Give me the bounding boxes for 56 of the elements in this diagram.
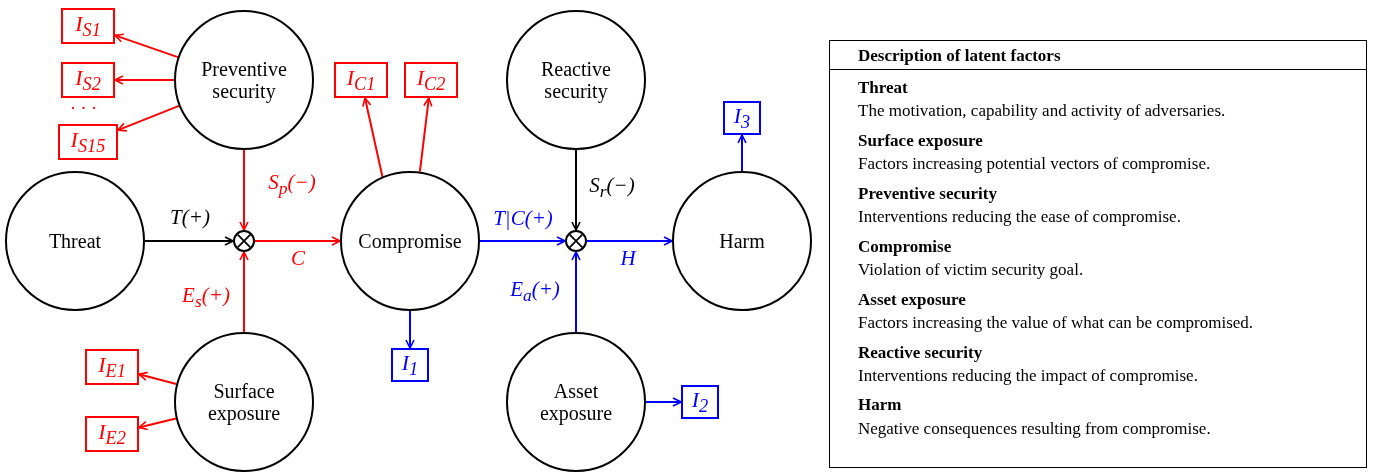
factor-description: Violation of victim security goal. [858,259,1085,282]
arrow [144,236,234,246]
indicator-box: I$_{C2}$ [404,62,458,98]
factor-name: Harm [858,394,903,417]
ellipsis: · · · [70,98,97,119]
factor-name: Surface exposure [858,129,984,152]
arrow [239,251,249,333]
factor-name: Reactive security [858,341,984,364]
arrow [645,397,682,407]
indicator-box: I$_{S15}$ [58,124,118,160]
arrow [479,236,566,246]
factor-name: Preventive security [858,182,998,205]
arrow [737,134,747,172]
factor-name: Threat [858,77,909,99]
arrow [254,236,341,246]
arrow [586,236,673,246]
factor-description: Interventions reducing the ease of compromise. [858,206,1182,229]
factor-description: Interventions reducing the impact of compromise. [858,365,1199,387]
factor-circle: Compromise [340,171,480,311]
indicator-box: I$_{E2}$ [85,416,139,452]
factor-name: Compromise [858,235,953,258]
factor-description: Factors increasing the value of what can be compromised. [858,312,1255,335]
factor-circle: Harm [672,171,812,311]
factor-circle: Threat [5,171,145,311]
arrow [418,97,433,173]
arrow [114,33,179,59]
indicator-box: I$_{E1}$ [85,349,139,385]
factor-description: Factors increasing potential vectors of compromise. [858,153,1212,176]
arrow [138,417,177,431]
multiply-junction [565,230,587,252]
indicator-box: I$_{2}$ [681,385,719,419]
factor-name: Asset exposure [858,288,967,311]
edge-label: T|C(+) [492,207,554,229]
arrow [138,371,178,386]
arrow [362,97,384,178]
factor-circle: Preventive security [174,10,314,150]
table-heading: Description of latent factors [830,41,1366,70]
indicator-box: I$_{S1}$ [61,8,115,44]
multiply-junction [233,230,255,252]
indicator-box: I$_{S2}$ [61,62,115,98]
arrow [239,149,249,231]
arrow [571,149,581,231]
arrow [405,310,415,349]
factor-circle: Surface exposure [174,332,314,472]
arrow [571,251,581,333]
arrow [117,104,180,132]
indicator-box: I$_{C1}$ [334,62,388,98]
factor-circle: Asset exposure [506,332,646,472]
factor-circle: Reactive security [506,10,646,150]
edge-label: T(+) [169,206,211,228]
indicator-box: I$_{1}$ [391,348,429,382]
edge-label: S$_{p}$(−) [267,172,317,198]
factor-description: Negative consequences resulting from compromise. [858,417,1212,440]
arrow [114,75,175,85]
indicator-box: I$_{3}$ [723,101,761,135]
factor-description: The motivation, capability and activity of adversaries. [858,100,1227,123]
